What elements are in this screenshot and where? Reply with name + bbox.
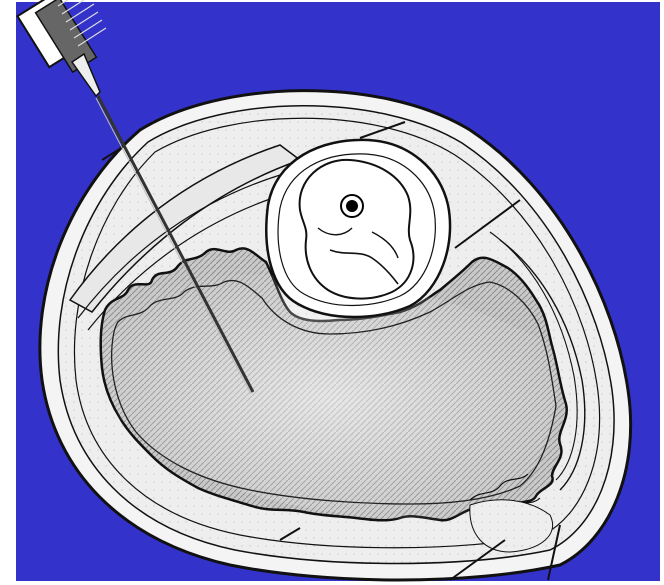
embryo	[300, 160, 414, 299]
embryo-pupil	[346, 200, 358, 212]
